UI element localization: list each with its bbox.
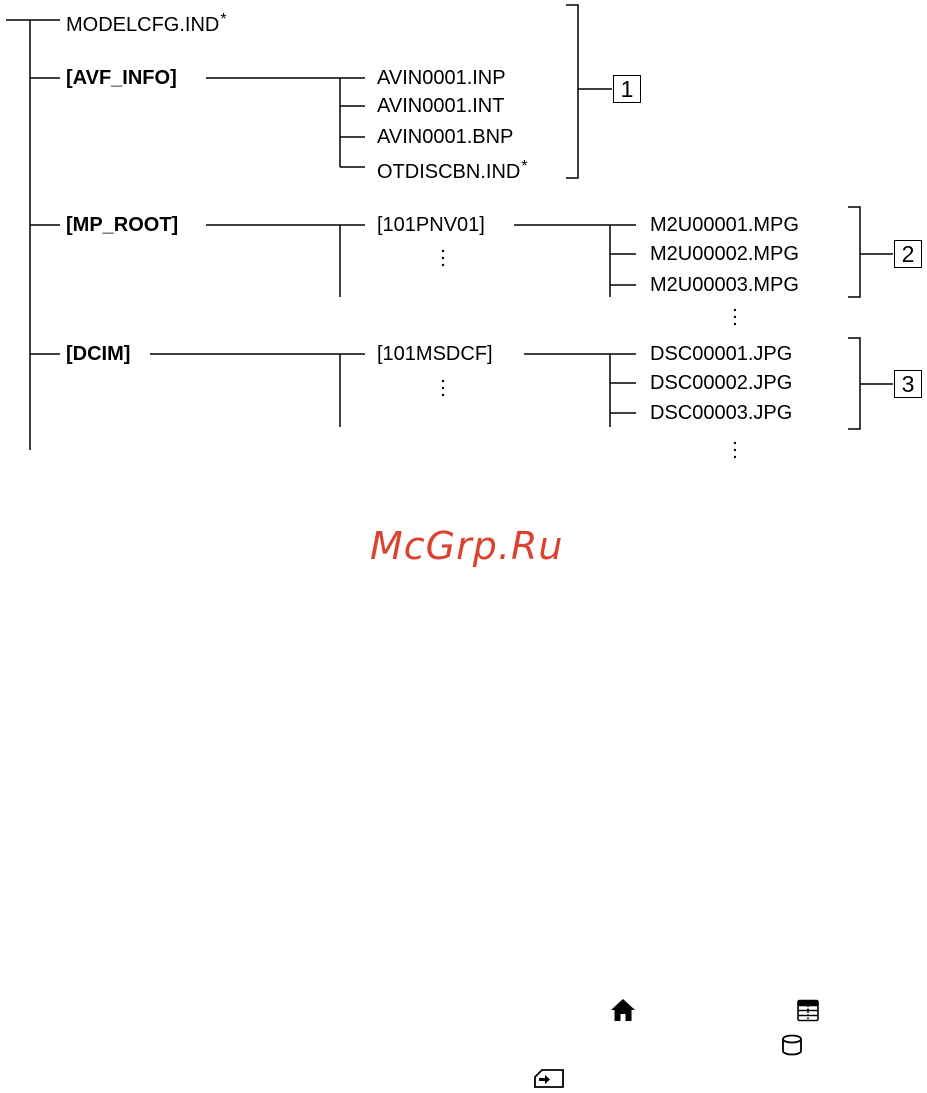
box-number-3: 3 [894,370,922,398]
dcim-file-2: DSC00002.JPG [650,372,792,394]
dcim-file-3: DSC00003.JPG [650,402,792,424]
dcim-folder-ellipsis [442,380,444,396]
mp-subfolder: [101PNV01] [377,214,485,236]
bracket-1 [566,5,578,178]
mp-file-2: M2U00002.MPG [650,243,799,265]
bracket-2 [848,207,860,297]
avf-file-1: AVIN0001.INP [377,67,506,89]
avf-file-3: AVIN0001.BNP [377,126,513,148]
memory-stick-icon [533,1068,565,1090]
bracket-3 [848,338,860,429]
asterisk-mark: * [521,158,527,175]
mp-file-3: M2U00003.MPG [650,274,799,296]
mp-folder-ellipsis [442,250,444,266]
disc-icon [780,1033,804,1057]
box-number-2: 2 [894,240,922,268]
dcim-file-ellipsis [734,442,736,458]
home-icon [610,997,636,1023]
avf-file-2: AVIN0001.INT [377,95,504,117]
watermark: McGrp.Ru [370,524,563,568]
box-number-1: 1 [613,75,641,103]
media-index-icon [795,998,821,1024]
mp-root-folder: [MP_ROOT] [66,214,178,236]
mp-file-1: M2U00001.MPG [650,214,799,236]
dcim-subfolder: [101MSDCF] [377,343,493,365]
mp-file-ellipsis [734,309,736,325]
otdiscbn-label: OTDISCBN.IND [377,161,520,183]
avf-file-4: OTDISCBN.IND* [377,156,528,183]
dcim-folder: [DCIM] [66,343,130,365]
modelcfg-label: MODELCFG.IND [66,14,219,36]
asterisk-mark: * [220,11,226,28]
avf-info-folder: [AVF_INFO] [66,67,177,89]
dcim-file-1: DSC00001.JPG [650,343,792,365]
modelcfg-file: MODELCFG.IND* [66,9,227,36]
